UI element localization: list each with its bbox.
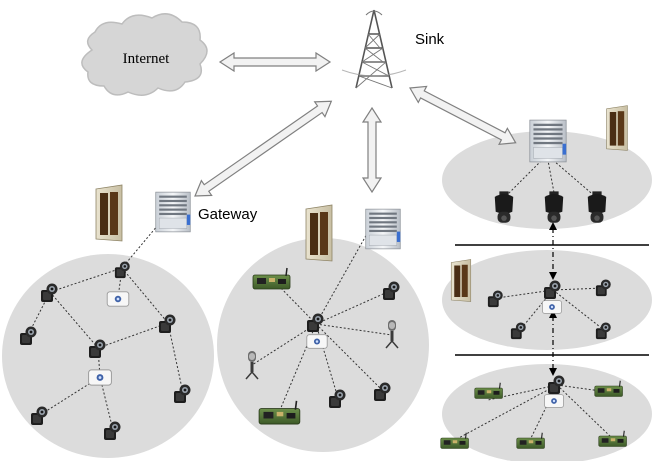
cloud-icon bbox=[81, 13, 208, 96]
link-arrow-sink-gateway bbox=[194, 100, 333, 197]
cluster-left bbox=[2, 254, 214, 458]
radio-tower-icon bbox=[341, 9, 407, 89]
relay-node-icon bbox=[541, 300, 563, 314]
relay-arrowheads bbox=[549, 222, 557, 376]
link-arrow-sink-middle bbox=[361, 106, 383, 194]
cluster-right-middle bbox=[442, 250, 652, 350]
link-arrow-internet-sink bbox=[218, 51, 332, 73]
link-arrow-sink-right bbox=[409, 85, 517, 146]
relay-node-icon bbox=[106, 291, 130, 307]
relay-node-icon bbox=[543, 394, 565, 408]
gateway-rack-icon bbox=[155, 191, 191, 233]
server-cabinet-icon bbox=[305, 204, 333, 262]
relay-node-icon bbox=[306, 334, 328, 349]
internet-label: Internet bbox=[123, 51, 170, 67]
gateway-rack-icon bbox=[529, 119, 567, 163]
server-cabinet-icon bbox=[606, 105, 628, 151]
relay-node-icon bbox=[88, 369, 112, 386]
gateway-rack-icon bbox=[365, 208, 401, 250]
gateway-label: Gateway bbox=[198, 206, 258, 223]
sink-label: Sink bbox=[415, 31, 445, 48]
server-cabinet-icon bbox=[450, 259, 472, 302]
server-cabinet-icon bbox=[95, 184, 123, 242]
